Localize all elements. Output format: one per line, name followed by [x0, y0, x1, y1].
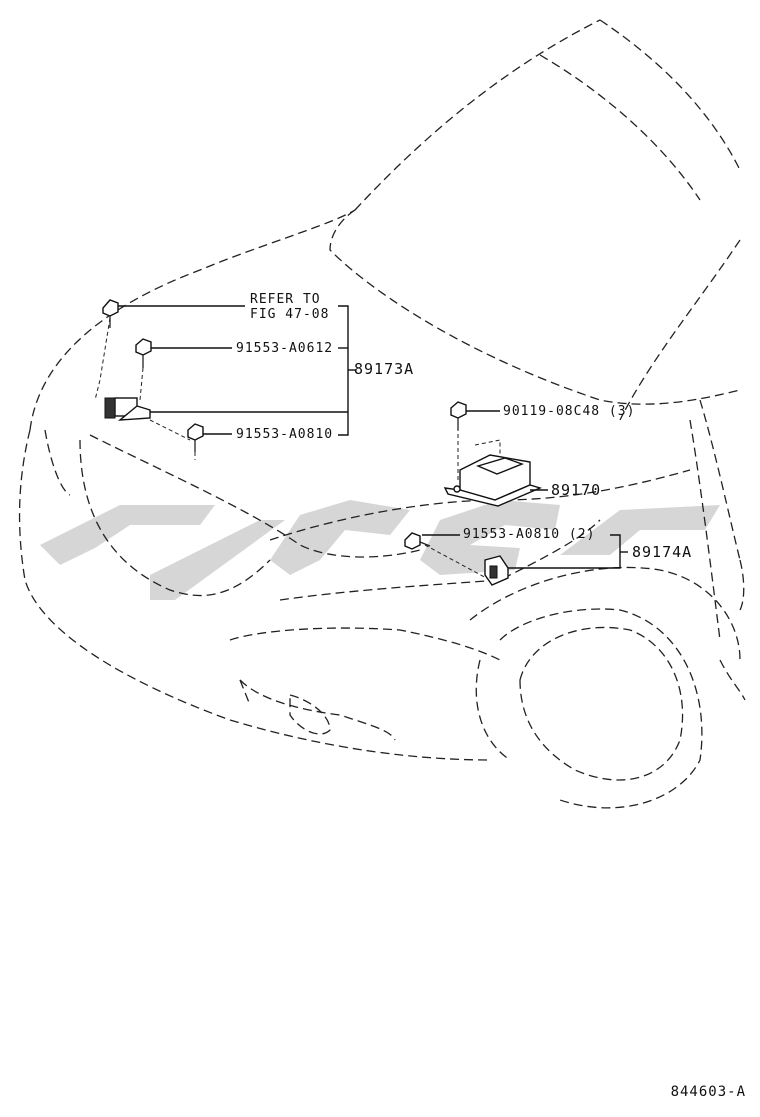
label-bolt-right: 91553-A0810 (2) — [463, 527, 596, 542]
bolt-91553-A0810-right-icon — [404, 532, 431, 550]
bolt-91553-A0810-left-icon — [187, 423, 204, 452]
front-sensor-left-icon — [104, 397, 151, 421]
diagram-code: 844603-A — [670, 1084, 746, 1100]
label-bolt-left: 91553-A0810 — [236, 427, 334, 442]
bolt-90119-icon — [450, 401, 467, 430]
label-bolt-top: 91553-A0612 — [236, 341, 334, 356]
label-sensor-left: 89173A — [354, 360, 415, 378]
label-refer-fig: FIG 47-08 — [250, 307, 330, 322]
label-center-module: 89170 — [551, 481, 602, 499]
callout-leaders — [118, 305, 628, 569]
front-sensor-right-icon — [484, 555, 509, 586]
watermark-logo — [40, 500, 720, 600]
bolt-refer-icon — [102, 299, 119, 328]
vehicle-outline — [18, 19, 746, 809]
center-airbag-module-icon — [443, 454, 543, 507]
label-bolt-center: 90119-08C48 (3) — [503, 404, 636, 419]
label-sensor-right: 89174A — [632, 543, 693, 561]
label-refer: REFER TO — [250, 292, 321, 307]
bolt-91553-A0612-icon — [135, 338, 152, 368]
